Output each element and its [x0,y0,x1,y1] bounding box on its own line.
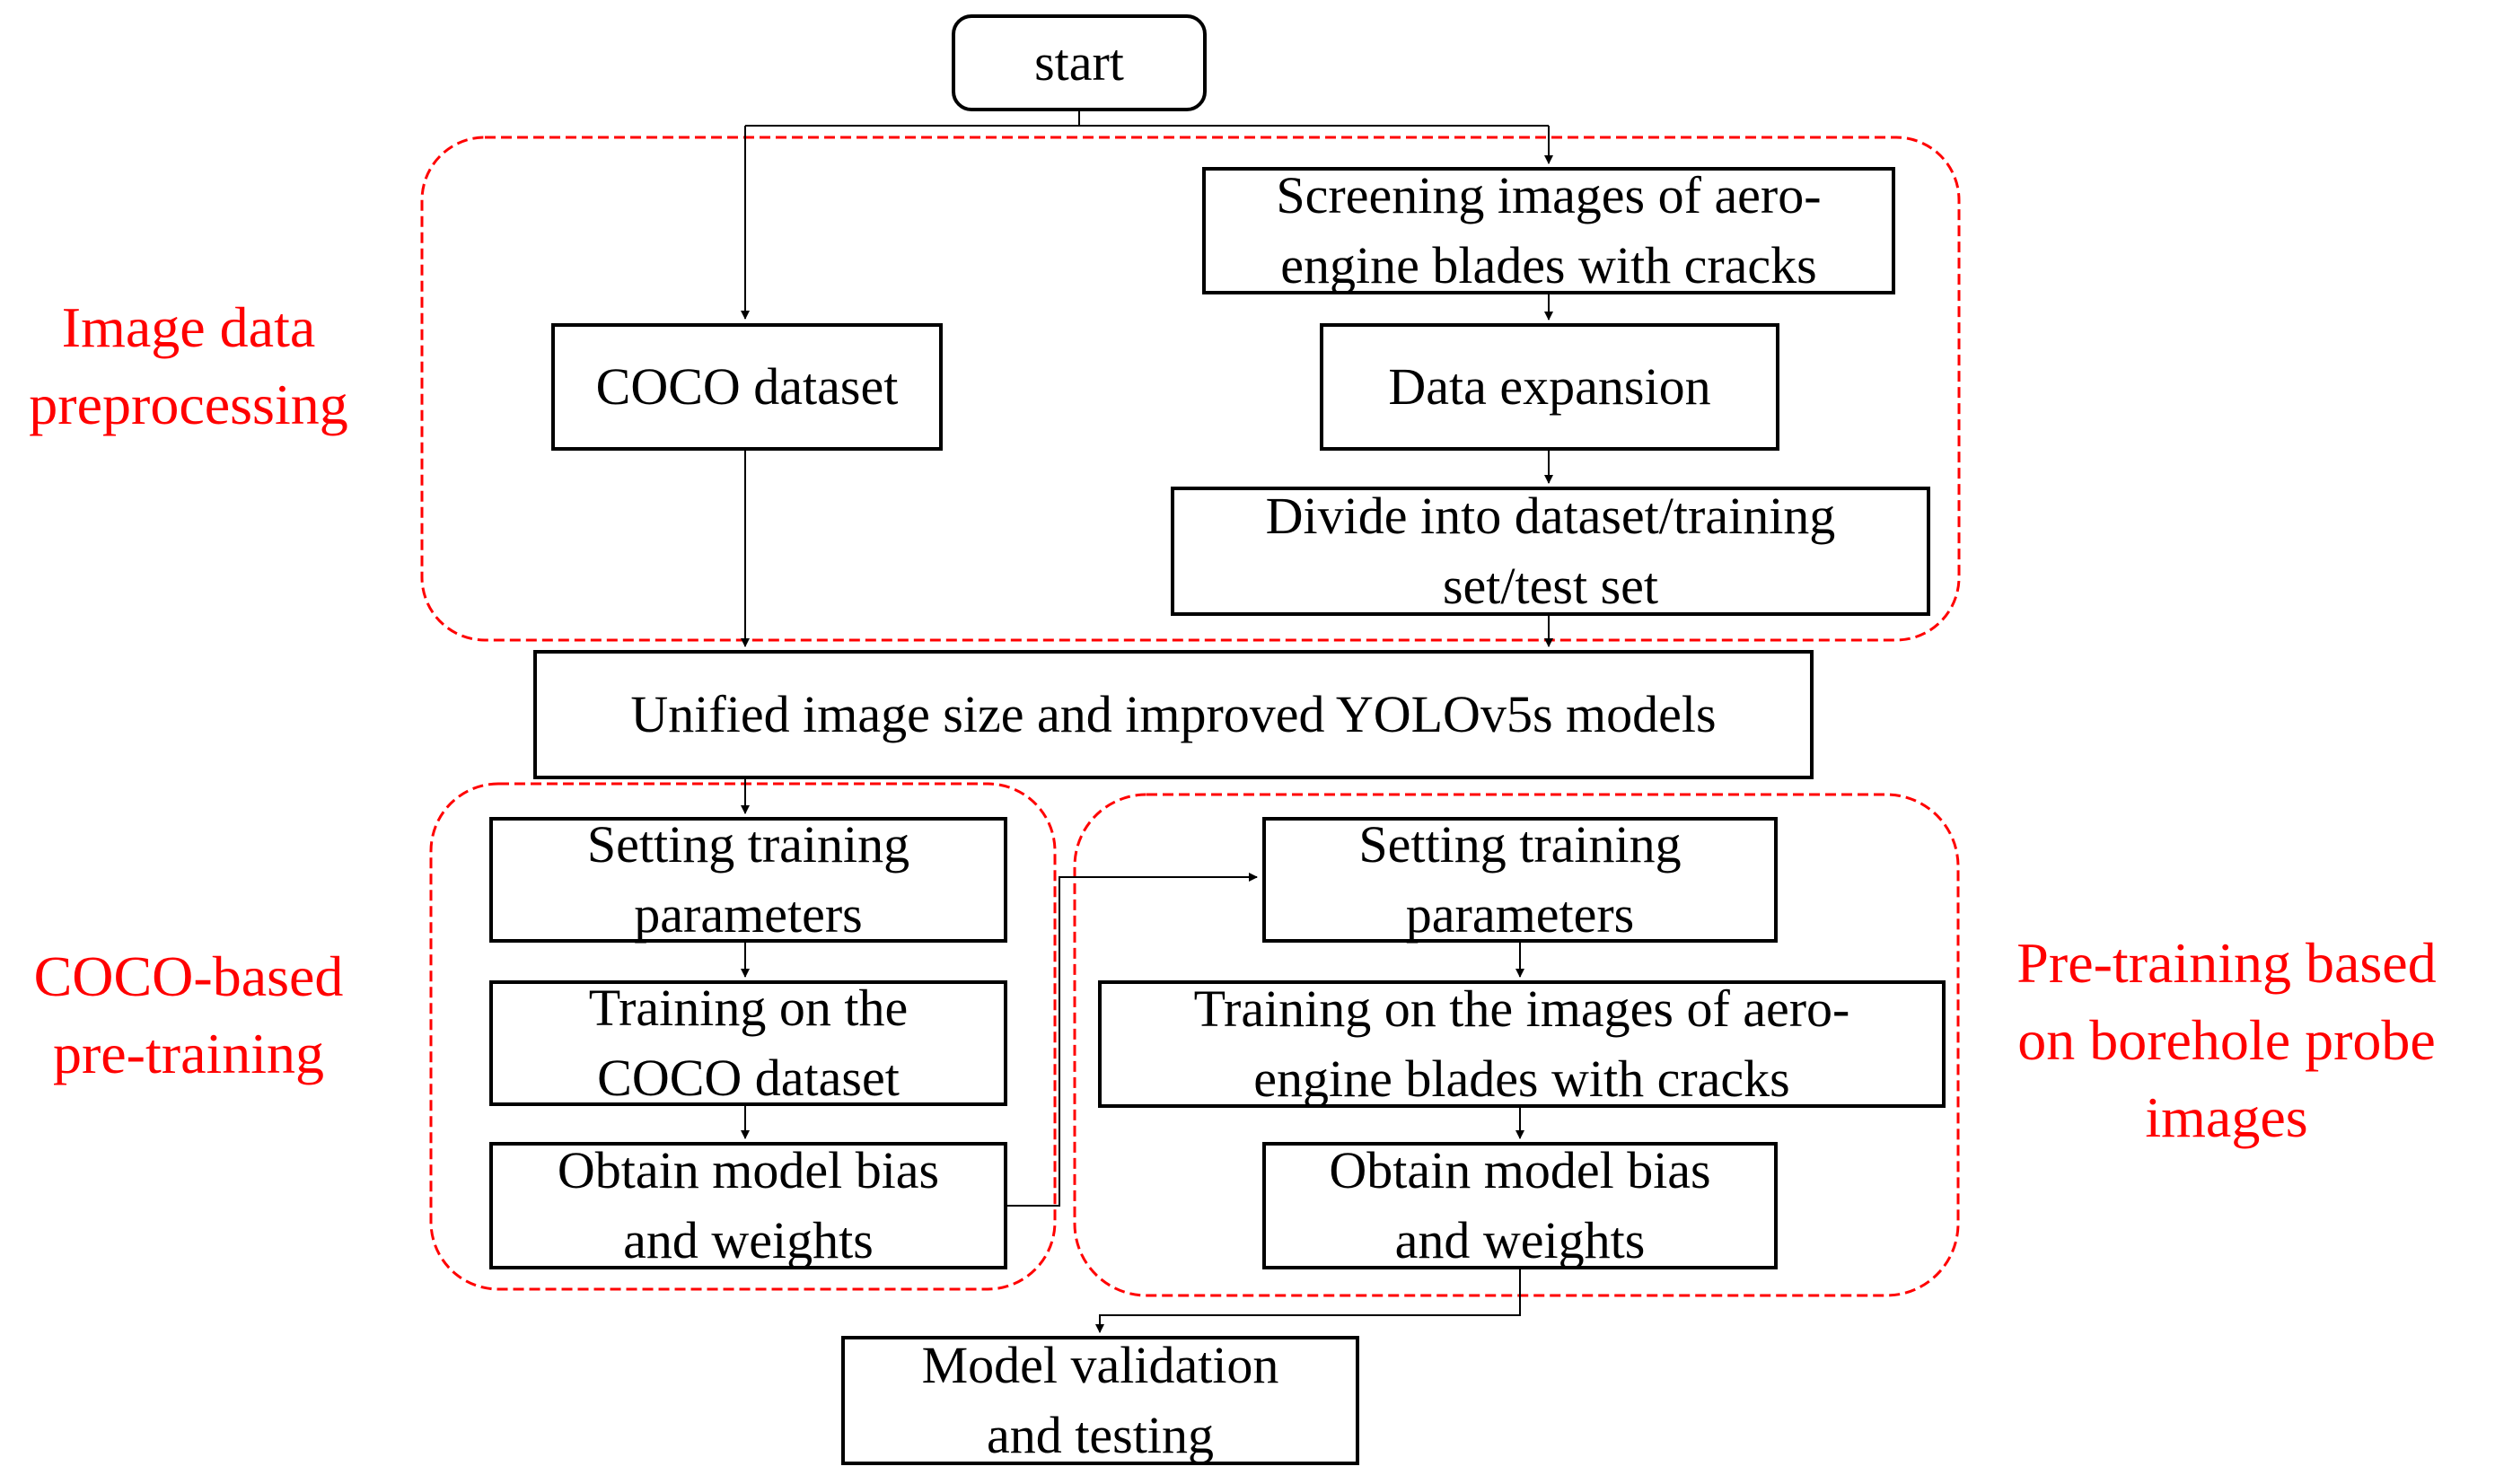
unified-node: Unified image size and improved YOLOv5s … [533,650,1814,779]
group-borehole-pretraining [1073,793,1960,1297]
divide-label-line1: Divide into dataset/training [1265,487,1836,545]
connector-coco-obtain-to-bp-setting [1005,873,1258,1207]
group-image-preprocessing [420,136,1961,642]
coco-setting-label-line2: parameters [634,885,863,944]
divide-node: Divide into dataset/training set/test se… [1171,487,1930,616]
label-borehole-line2: on borehole probe [2017,1008,2436,1072]
bp-obtain-node: Obtain model bias and weights [1262,1141,1778,1269]
coco-setting-label-line1: Setting training [586,815,910,874]
coco-training-node: Training on the COCO dataset [489,979,1007,1107]
bp-setting-label-line1: Setting training [1358,815,1682,874]
coco-training-label-line2: COCO dataset [597,1049,900,1107]
label-coco-pretraining-line1: COCO-based [33,944,344,1008]
data-expansion-node: Data expansion [1320,323,1779,451]
label-coco-based-pretraining: COCO-based pre-training [0,938,377,1093]
screening-label-line2: engine blades with cracks [1280,236,1817,294]
bp-obtain-label-line1: Obtain model bias [1329,1141,1711,1199]
bp-training-label-line1: Training on the images of aero- [1193,979,1850,1038]
validation-label-line1: Model validation [921,1336,1279,1394]
label-preprocessing-line2: preprocessing [29,373,348,436]
group-coco-pretraining [429,782,1057,1291]
bp-training-node: Training on the images of aero- engine b… [1098,979,1946,1108]
label-borehole-line3: images [2145,1085,2308,1149]
screening-node: Screening images of aero- engine blades … [1202,166,1895,294]
connector-start-split [745,110,1549,127]
start-node: start [952,14,1207,111]
coco-obtain-label-line2: and weights [623,1211,874,1269]
coco-training-label-line1: Training on the [588,979,909,1037]
bp-setting-node: Setting training parameters [1262,815,1778,944]
coco-dataset-label: COCO dataset [595,357,899,416]
screening-label-line1: Screening images of aero- [1276,166,1822,224]
unified-label: Unified image size and improved YOLOv5s … [630,685,1717,743]
data-expansion-label: Data expansion [1388,357,1711,416]
label-image-data-preprocessing: Image data preprocessing [0,289,377,443]
label-borehole-line1: Pre-training based [2016,931,2437,995]
bp-obtain-label-line2: and weights [1394,1211,1646,1269]
connector-bp-obtain-to-validation [1095,1269,1521,1333]
validation-node: Model validation and testing [841,1336,1359,1465]
divide-label-line2: set/test set [1442,557,1658,615]
bp-training-label-line2: engine blades with cracks [1253,1049,1790,1108]
coco-dataset-node: COCO dataset [551,323,943,451]
coco-setting-node: Setting training parameters [489,815,1007,944]
bp-setting-label-line2: parameters [1405,885,1635,944]
label-borehole-pretraining: Pre-training based on borehole probe ima… [1984,925,2469,1156]
validation-label-line2: and testing [987,1406,1214,1464]
coco-obtain-label-line1: Obtain model bias [557,1141,940,1199]
label-coco-pretraining-line2: pre-training [52,1022,325,1085]
start-label: start [1034,33,1124,92]
label-preprocessing-line1: Image data [61,295,316,359]
coco-obtain-node: Obtain model bias and weights [489,1141,1007,1269]
